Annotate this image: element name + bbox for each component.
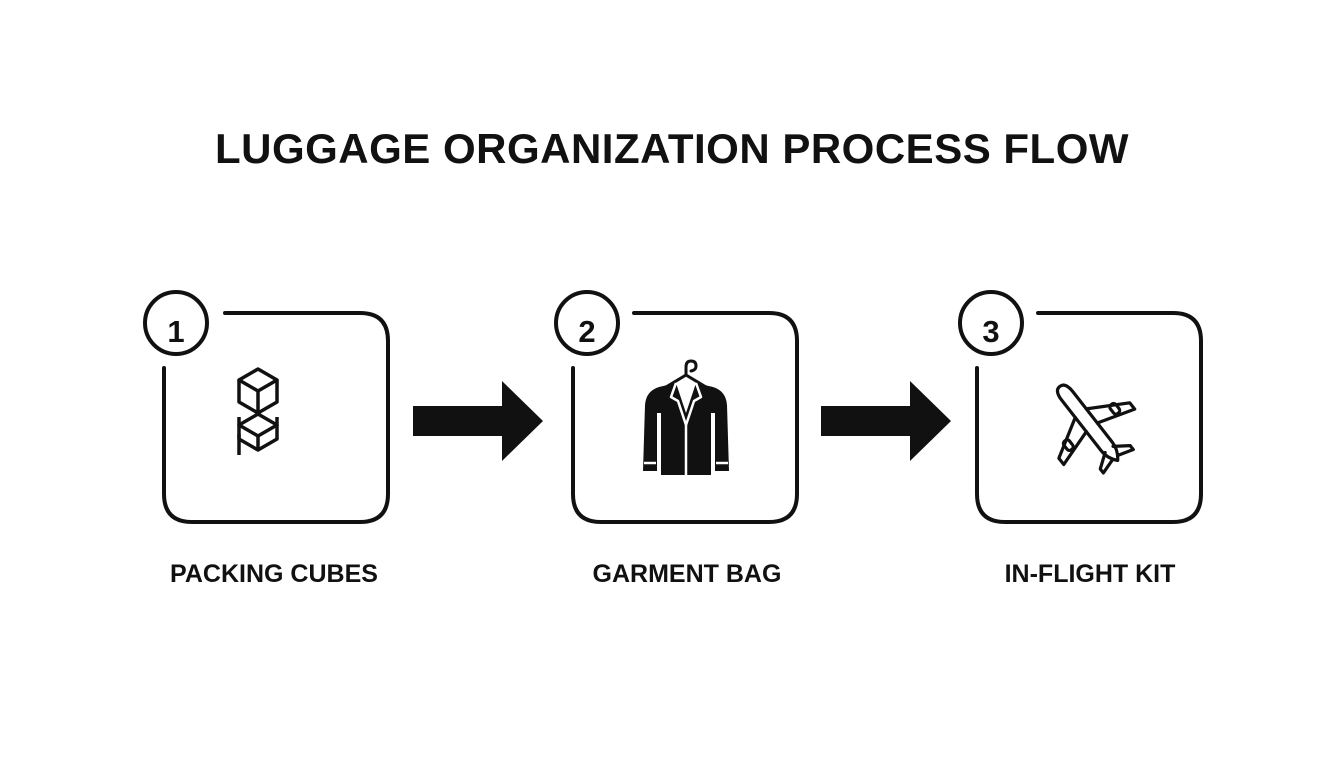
diagram-title: LUGGAGE ORGANIZATION PROCESS FLOW (214, 125, 1130, 172)
arrow-right-icon (413, 381, 543, 461)
step-1-label: PACKING CUBES (170, 560, 378, 588)
step-2-label: GARMENT BAG (592, 560, 782, 588)
jacket-on-hanger-icon (643, 359, 729, 475)
packing-cubes-icon (207, 355, 279, 455)
step-1-frame (143, 290, 390, 524)
step-1-number-circle (143, 290, 209, 356)
arrow-right-icon (821, 381, 951, 461)
airplane-icon (1055, 383, 1137, 475)
step-2-number: 2 (578, 314, 596, 349)
step-3-number-circle (958, 290, 1024, 356)
step-2-frame (554, 290, 799, 524)
step-3-frame (958, 290, 1203, 524)
step-3-card: 3 (955, 290, 1205, 530)
step-1-card: 1 (142, 290, 392, 530)
step-3-number: 3 (982, 314, 1000, 349)
step-1-number: 1 (167, 314, 185, 349)
step-3-label: IN-FLIGHT KIT (1004, 560, 1176, 588)
step-2-number-circle (554, 290, 620, 356)
step-2-card: 2 (551, 290, 801, 530)
